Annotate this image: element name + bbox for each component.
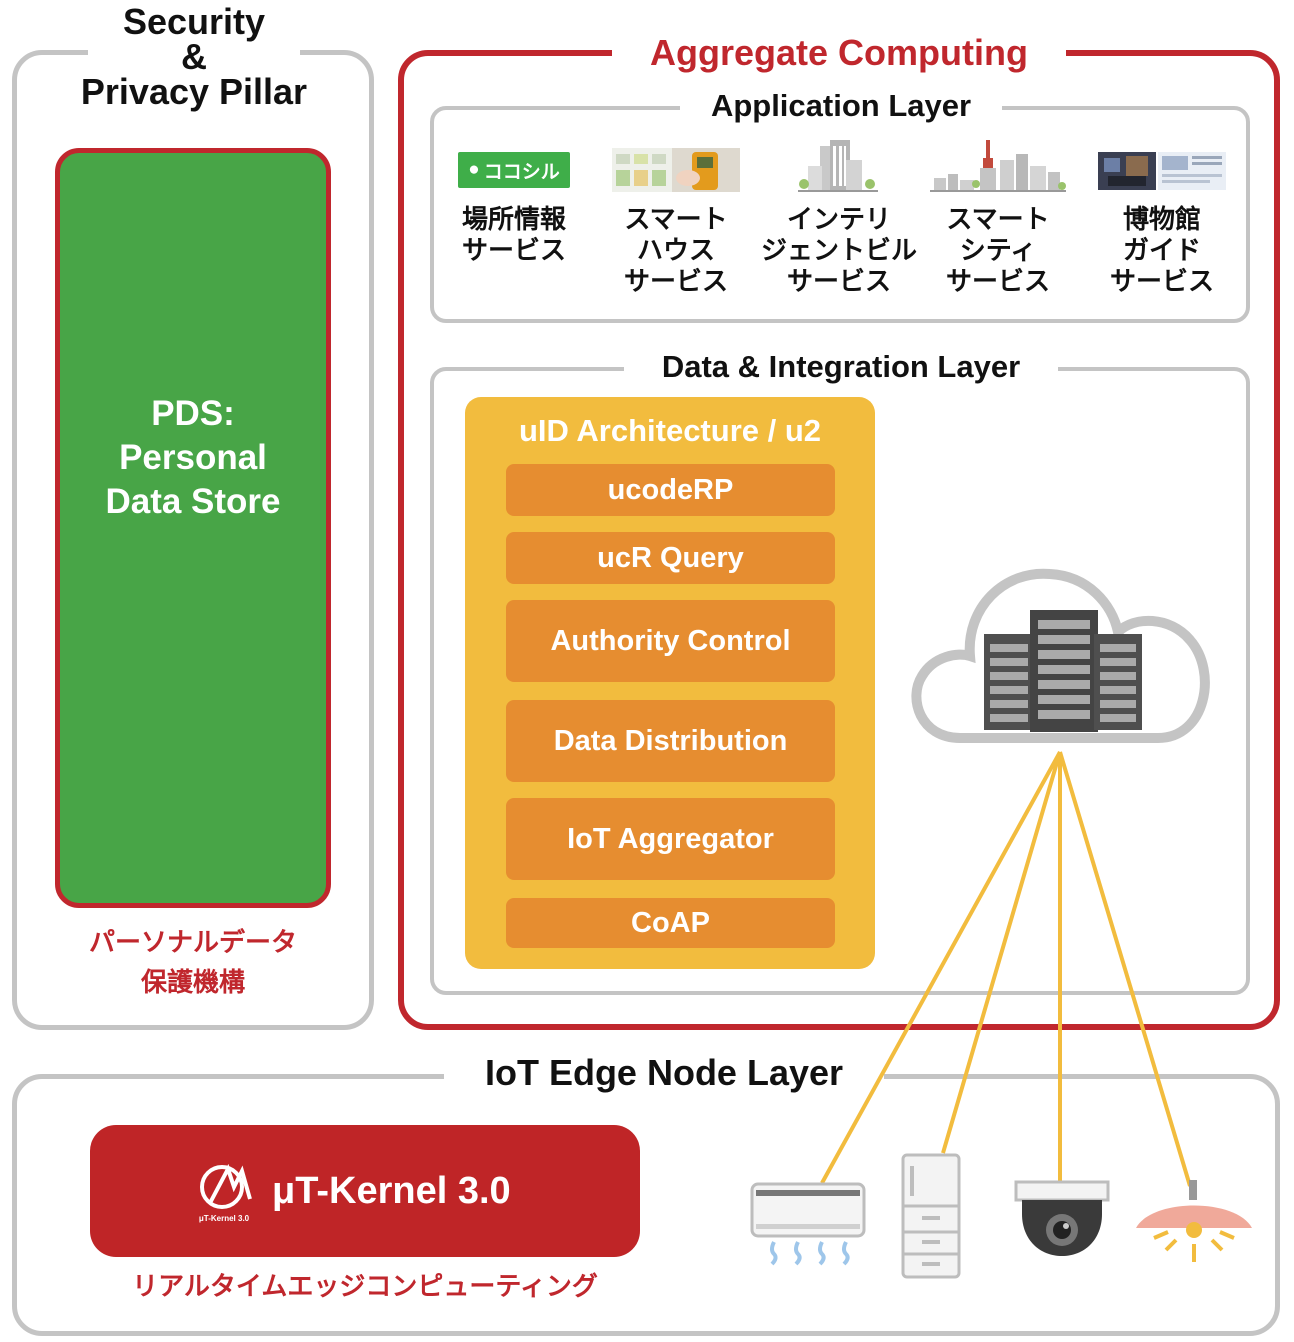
refrigerator-icon <box>901 1153 961 1279</box>
uid-row-iot-aggregator: IoT Aggregator <box>506 798 835 880</box>
app-item-intelligent-building-service: インテリ ジェントビル サービス <box>760 204 917 296</box>
server-rack-icon <box>984 610 1142 732</box>
pds-jp-caption: パーソナルデータ 保護機構 <box>88 927 297 997</box>
application-layer-title: Application Layer <box>680 86 1002 126</box>
kokoshiru-logo-icon: ● ココシル <box>458 152 570 188</box>
pds-box: PDS: Personal Data Store <box>55 148 331 908</box>
bulb-icon: ● <box>468 159 480 180</box>
uid-row-data-distribution: Data Distribution <box>506 700 835 782</box>
city-skyline-icon <box>930 140 1066 192</box>
pds-label: PDS: Personal Data Store <box>105 394 281 521</box>
edge-computing-jp-caption: リアルタイムエッジコンピューティング <box>132 1271 598 1301</box>
cloud-server-icon <box>911 568 1210 743</box>
smart-house-photo-icon <box>612 148 740 192</box>
uid-row-coap: CoAP <box>506 898 835 948</box>
app-item-smart-city-service: スマート シティ サービス <box>945 204 1050 296</box>
mu-t-kernel-logo-icon: μT-Kernel 3.0 <box>199 1163 252 1223</box>
museum-photo-icon <box>1098 152 1226 190</box>
app-item-museum-guide-service: 博物館 ガイド サービス <box>1109 204 1214 296</box>
app-item-location-service: 場所情報 サービス <box>461 204 566 265</box>
uid-row-authority-control: Authority Control <box>506 600 835 682</box>
aggregate-computing-title: Aggregate Computing <box>612 30 1066 76</box>
data-integration-layer-title: Data & Integration Layer <box>624 347 1058 387</box>
security-pillar-title: Security & Privacy Pillar <box>48 4 340 110</box>
ceiling-lamp-icon <box>1136 1180 1252 1262</box>
uid-row-ucoderp: ucodeRP <box>506 464 835 516</box>
building-icon <box>798 140 878 192</box>
mu-t-kernel-logo-text: μT-Kernel 3.0 <box>199 1214 250 1223</box>
uid-architecture-title: uID Architecture / u2 <box>518 413 822 448</box>
air-conditioner-icon <box>750 1182 866 1266</box>
security-camera-icon <box>1014 1180 1110 1256</box>
mu-t-kernel-label: μT-Kernel 3.0 <box>272 1169 511 1212</box>
mu-t-kernel-box: μT-Kernel 3.0 μT-Kernel 3.0 <box>90 1125 640 1257</box>
app-item-smart-house-service: スマート ハウス サービス <box>623 204 728 296</box>
kokoshiru-logo-text: ココシル <box>483 161 560 183</box>
uid-row-ucr-query: ucR Query <box>506 532 835 584</box>
iot-edge-layer-title: IoT Edge Node Layer <box>444 1050 884 1096</box>
